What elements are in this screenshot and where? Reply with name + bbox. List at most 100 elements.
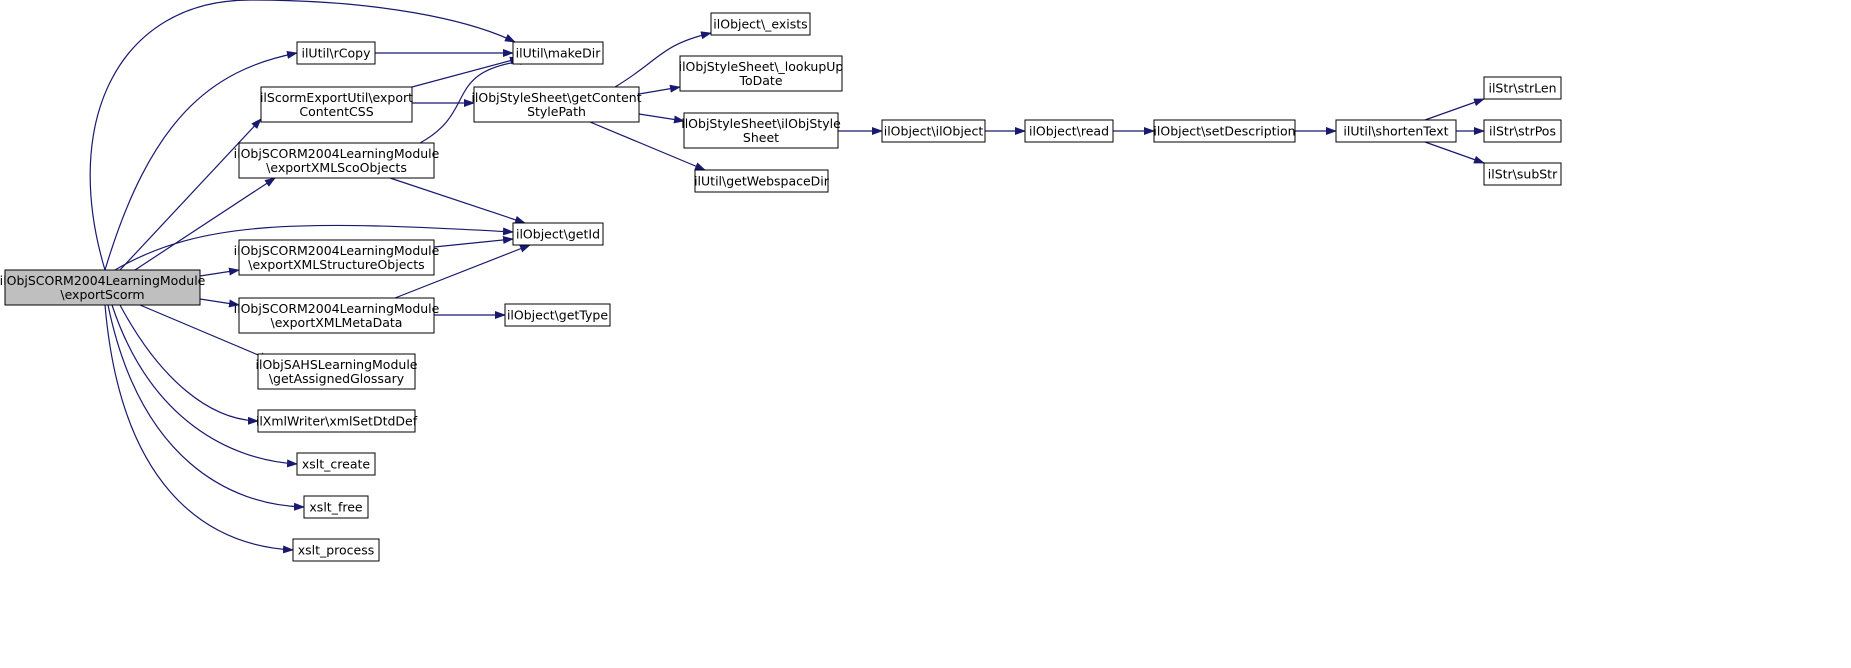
node-strPos[interactable]: ilStr\strPos (1483, 119, 1562, 143)
node-label: Sheet (743, 130, 779, 145)
node-label: ilObjSAHSLearningModule (256, 357, 418, 372)
node-box (238, 239, 435, 276)
node-label: ilStr\strPos (1489, 124, 1556, 139)
node-label: ilObject\getId (516, 227, 600, 242)
node-strLen[interactable]: ilStr\strLen (1483, 76, 1562, 100)
node-box (303, 495, 369, 519)
node-box (296, 41, 376, 65)
node-ilObject[interactable]: ilObject\ilObject (881, 119, 986, 143)
node-box (683, 112, 839, 149)
node-label: \exportXMLMetaData (271, 315, 403, 330)
node-box (512, 222, 604, 246)
edge-getContentStylePath-to-getWebspaceDir (589, 121, 706, 171)
node-box (679, 55, 843, 92)
node-xslt_process[interactable]: xslt_process (292, 538, 380, 562)
node-xmlSetDtdDef[interactable]: ilXmlWriter\xmlSetDtdDef (256, 409, 418, 433)
node-exportXMLScoObjects[interactable]: ilObjSCORM2004LearningModule\exportXMLSc… (234, 142, 440, 179)
node-subStr[interactable]: ilStr\subStr (1483, 162, 1562, 186)
node-box (710, 12, 811, 36)
node-box (1483, 119, 1562, 143)
node-label: ilObjStyleSheet\_lookupUp (679, 59, 844, 74)
node-setDescription[interactable]: ilObject\setDescription (1153, 119, 1296, 143)
edge-exportScorm-to-exportXMLScoObjects (134, 177, 276, 271)
node-exportScorm[interactable]: ilObjSCORM2004LearningModule\exportScorm (0, 269, 206, 306)
node-exportXMLStructure[interactable]: ilObjSCORM2004LearningModule\exportXMLSt… (234, 239, 440, 276)
node-label: ToDate (738, 73, 782, 88)
edge-getContentStylePath-to-ilObjStyleSheet (638, 113, 685, 124)
node-makeDir[interactable]: ilUtil\makeDir (512, 41, 604, 65)
node-label: ilStr\strLen (1488, 81, 1556, 96)
node-box (292, 538, 380, 562)
edge-exportXMLScoObjects-to-makeDir (419, 57, 531, 144)
node-label: ilObjSCORM2004LearningModule (234, 146, 440, 161)
node-box (1483, 162, 1562, 186)
node-label: \exportScorm (60, 287, 144, 302)
node-box (1335, 119, 1457, 143)
node-label: ilUtil\rCopy (301, 46, 371, 61)
node-box (257, 353, 416, 390)
node-getType[interactable]: ilObject\getType (504, 303, 611, 327)
node-label: xslt_free (309, 500, 362, 515)
node-label: ilObjSCORM2004LearningModule (234, 301, 440, 316)
node-box (881, 119, 986, 143)
node-getId[interactable]: ilObject\getId (512, 222, 604, 246)
node-getWebspaceDir[interactable]: ilUtil\getWebspaceDir (694, 169, 830, 193)
node-box (1483, 76, 1562, 100)
node-box (1153, 119, 1296, 143)
node-label: StylePath (527, 104, 586, 119)
node-read[interactable]: ilObject\read (1024, 119, 1114, 143)
node-label: ilObject\ilObject (884, 124, 984, 139)
node-box (238, 297, 435, 334)
node-label: ilUtil\makeDir (516, 46, 602, 61)
node-label: ilScormExportUtil\export (260, 90, 413, 105)
node-shortenText[interactable]: ilUtil\shortenText (1335, 119, 1457, 143)
node-box (296, 452, 376, 476)
edge-shortenText-to-strLen (1424, 98, 1485, 121)
edge-exportScorm-to-exportXMLStructure (199, 267, 240, 277)
node-box (238, 142, 435, 179)
edge-exportScorm-to-rCopy (104, 50, 298, 271)
edge-exportContentCSS-to-makeDir (411, 56, 521, 88)
edge-exportScorm-to-getId (114, 224, 514, 271)
edge-exportScorm-to-xslt_free (107, 304, 305, 511)
node-xslt_free[interactable]: xslt_free (303, 495, 369, 519)
node-box (4, 269, 201, 306)
node-label: ilUtil\getWebspaceDir (694, 174, 830, 189)
edge-exportXMLMetaData-to-getId (394, 244, 531, 299)
node-box (257, 409, 416, 433)
edges-layer (89, 0, 1485, 554)
edge-shortenText-to-subStr (1424, 141, 1485, 164)
node-label: ilObjStyleSheet\ilObjStyle (681, 116, 841, 131)
edge-getContentStylePath-to-lookUpToDate (638, 84, 681, 95)
edge-exportXMLScoObjects-to-getId (389, 177, 526, 224)
node-box (1024, 119, 1114, 143)
node-exists[interactable]: ilObject\_exists (710, 12, 811, 36)
node-label: xslt_create (302, 457, 371, 472)
node-label: ContentCSS (299, 104, 373, 119)
node-exportXMLMetaData[interactable]: ilObjSCORM2004LearningModule\exportXMLMe… (234, 297, 440, 334)
node-rCopy[interactable]: ilUtil\rCopy (296, 41, 376, 65)
node-box (504, 303, 611, 327)
node-ilObjStyleSheet[interactable]: ilObjStyleSheet\ilObjStyleSheet (681, 112, 841, 149)
edge-exportScorm-to-xmlSetDtdDef (119, 304, 259, 425)
edge-exportScorm-to-xslt_create (111, 304, 298, 468)
edge-exportScorm-to-makeDir (89, 0, 516, 271)
node-label: \getAssignedGlossary (269, 371, 405, 386)
node-label: ilObject\read (1029, 124, 1109, 139)
node-box (694, 169, 829, 193)
node-getAssignedGlossary[interactable]: ilObjSAHSLearningModule\getAssignedGloss… (256, 353, 418, 390)
node-label: ilObject\setDescription (1153, 124, 1295, 139)
node-xslt_create[interactable]: xslt_create (296, 452, 376, 476)
node-label: ilObject\getType (507, 308, 608, 323)
node-label: ilObjStyleSheet\getContent (471, 90, 641, 105)
edge-getContentStylePath-to-exists (614, 31, 712, 88)
node-label: ilObjSCORM2004LearningModule (234, 243, 440, 258)
edge-exportScorm-to-getAssignedGlossary (139, 304, 271, 361)
node-label: ilStr\subStr (1488, 167, 1558, 182)
nodes-layer: ilObjSCORM2004LearningModule\exportScorm… (0, 12, 1562, 562)
edge-exportScorm-to-xslt_process (104, 304, 294, 554)
